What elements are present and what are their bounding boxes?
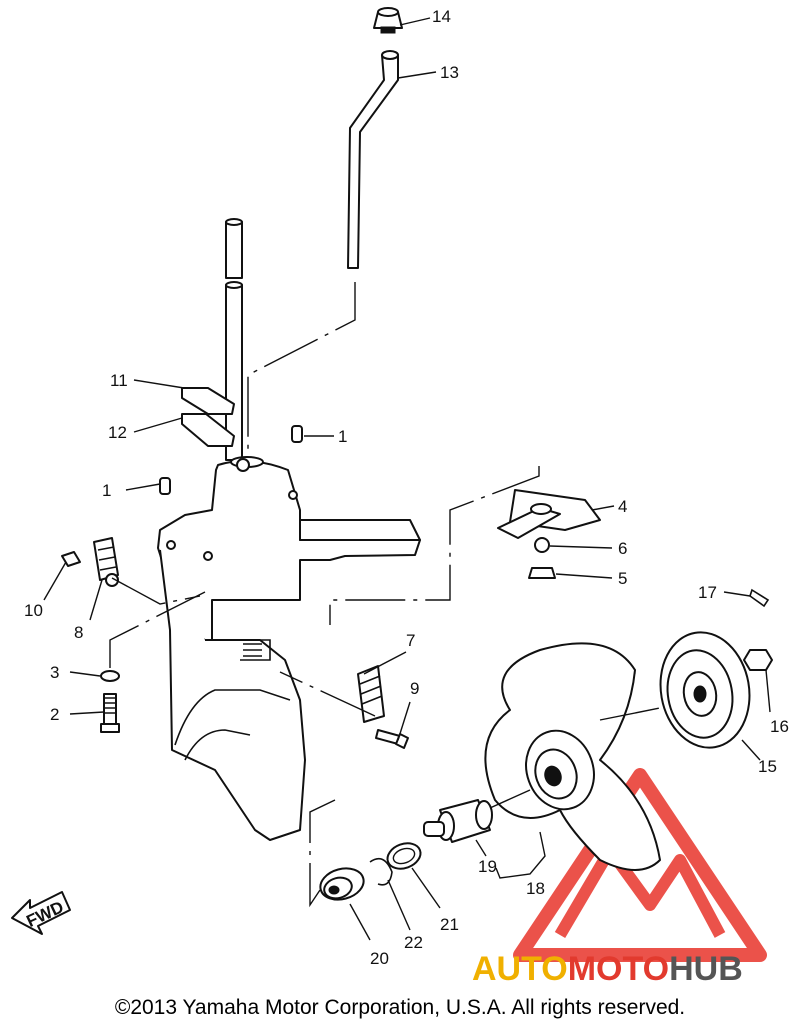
callout-1b: 1 xyxy=(102,481,111,500)
callout-13: 13 xyxy=(440,63,459,82)
watermark-logo xyxy=(513,768,767,962)
washer-3 xyxy=(100,670,120,682)
spacer-15 xyxy=(659,631,751,749)
lower-casing xyxy=(157,456,421,841)
watermark-moto: MOTO xyxy=(568,950,669,988)
copyright-footer: ©2013 Yamaha Motor Corporation, U.S.A. A… xyxy=(114,996,686,1019)
svg-text:AUTOMOTOHUB: AUTOMOTOHUB xyxy=(472,950,743,988)
anode-8 xyxy=(93,537,119,587)
callout-6: 6 xyxy=(618,539,627,558)
callout-15: 15 xyxy=(758,757,777,776)
callout-19: 19 xyxy=(478,857,497,876)
callout-5: 5 xyxy=(618,569,627,588)
callout-3: 3 xyxy=(50,663,59,682)
shift-rod-coupler xyxy=(373,7,403,34)
callout-4: 4 xyxy=(618,497,627,516)
circlip-22 xyxy=(369,857,393,886)
watermark-auto: AUTO xyxy=(472,950,568,988)
nut-16 xyxy=(743,649,773,671)
callout-17: 17 xyxy=(698,583,717,602)
nut-5 xyxy=(528,567,556,579)
callout-11: 11 xyxy=(110,371,128,390)
drive-shaft xyxy=(225,218,243,461)
callout-9: 9 xyxy=(410,679,419,698)
callout-14: 14 xyxy=(432,7,451,26)
anode-7 xyxy=(357,665,385,723)
callout-10: 10 xyxy=(24,601,43,620)
shift-rod xyxy=(347,50,399,269)
cotter-pin-17 xyxy=(749,588,770,608)
callout-8: 8 xyxy=(74,623,83,642)
propeller xyxy=(484,642,661,871)
trim-tab xyxy=(497,489,601,539)
watermark-hub: HUB xyxy=(669,950,743,988)
callout-20: 20 xyxy=(370,949,389,968)
callout-1a: 1 xyxy=(338,427,347,446)
thrust-washer-20 xyxy=(319,867,365,901)
dowel-pin-a xyxy=(291,425,303,443)
gasket-11 xyxy=(181,387,235,415)
callout-7: 7 xyxy=(406,631,415,650)
callout-21: 21 xyxy=(440,915,459,934)
callout-2: 2 xyxy=(50,705,59,724)
washer-6 xyxy=(534,537,550,553)
callout-18: 18 xyxy=(526,879,545,898)
bolt-2 xyxy=(100,693,120,733)
callout-12: 12 xyxy=(108,423,127,442)
fwd-arrow: FWD xyxy=(11,891,71,935)
callout-labels: 14 13 11 12 1 1 4 6 5 10 8 7 3 9 2 17 16… xyxy=(24,7,789,968)
dowel-pin-b xyxy=(159,477,171,495)
bushing-19 xyxy=(423,799,493,843)
callout-22: 22 xyxy=(404,933,423,952)
gasket-12 xyxy=(181,413,235,447)
bolt-9 xyxy=(375,729,409,749)
watermark-wordmark: AUTOMOTOHUB xyxy=(472,950,743,988)
leader-lines xyxy=(43,17,771,941)
callout-16: 16 xyxy=(770,717,789,736)
